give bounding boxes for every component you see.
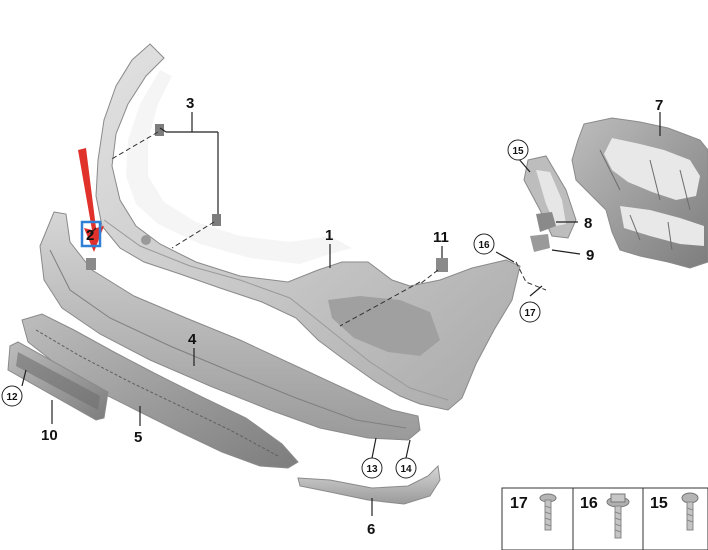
callout-13[interactable]: 13 <box>361 457 383 479</box>
leader-lines <box>21 112 661 516</box>
callouts: 3 7 1 11 8 9 2 4 5 10 6 15 16 17 12 13 <box>1 95 663 538</box>
callout-3[interactable]: 3 <box>186 95 194 112</box>
bolt-16-icon <box>606 493 630 539</box>
clip-3a[interactable] <box>155 124 164 136</box>
legend-label-16: 16 <box>580 495 598 512</box>
highlight-arrow <box>78 148 104 252</box>
svg-text:13: 13 <box>366 464 378 475</box>
svg-text:12: 12 <box>6 392 18 403</box>
callout-7[interactable]: 7 <box>655 97 663 114</box>
callout-5[interactable]: 5 <box>134 429 142 446</box>
part-6-trim[interactable] <box>297 464 441 505</box>
svg-text:14: 14 <box>400 464 412 475</box>
part-2-clip[interactable] <box>86 258 96 270</box>
callout-12[interactable]: 12 <box>1 385 23 407</box>
callout-6[interactable]: 6 <box>367 521 375 538</box>
callout-9[interactable]: 9 <box>586 247 594 264</box>
svg-text:16: 16 <box>478 240 490 251</box>
callout-10[interactable]: 10 <box>41 427 58 444</box>
part-4-spoiler[interactable] <box>39 211 421 441</box>
legend-item-15[interactable]: 15 <box>650 492 699 531</box>
screw-17-icon <box>539 493 557 531</box>
part-9-screw[interactable] <box>530 234 550 252</box>
callout-8[interactable]: 8 <box>584 215 592 232</box>
part-10-plate[interactable] <box>7 341 109 421</box>
callout-15[interactable]: 15 <box>507 139 529 161</box>
callout-1[interactable]: 1 <box>325 227 333 244</box>
legend-label-17: 17 <box>510 495 528 512</box>
screw-15-icon <box>681 492 699 531</box>
legend-label-15: 15 <box>650 495 668 512</box>
callout-4[interactable]: 4 <box>188 331 197 348</box>
part-1-bumper-cover[interactable] <box>95 43 521 411</box>
callout-17[interactable]: 17 <box>519 301 541 323</box>
highlight-box[interactable] <box>80 220 102 248</box>
callout-2[interactable]: 2 <box>86 227 94 244</box>
callout-16[interactable]: 16 <box>473 233 495 255</box>
part-15-bracket[interactable] <box>523 155 577 239</box>
svg-text:15: 15 <box>512 146 524 157</box>
clip-3b[interactable] <box>212 214 221 226</box>
legend-item-17[interactable]: 17 <box>510 493 557 531</box>
clip-11[interactable] <box>436 258 448 272</box>
part-8-clip[interactable] <box>536 212 556 232</box>
legend-item-16[interactable]: 16 <box>580 493 630 539</box>
fastener-legend: 17 16 15 <box>501 487 708 550</box>
part-7-carrier[interactable] <box>571 117 708 269</box>
callout-11[interactable]: 11 <box>433 229 449 246</box>
svg-text:17: 17 <box>524 308 536 319</box>
callout-14[interactable]: 14 <box>395 457 417 479</box>
